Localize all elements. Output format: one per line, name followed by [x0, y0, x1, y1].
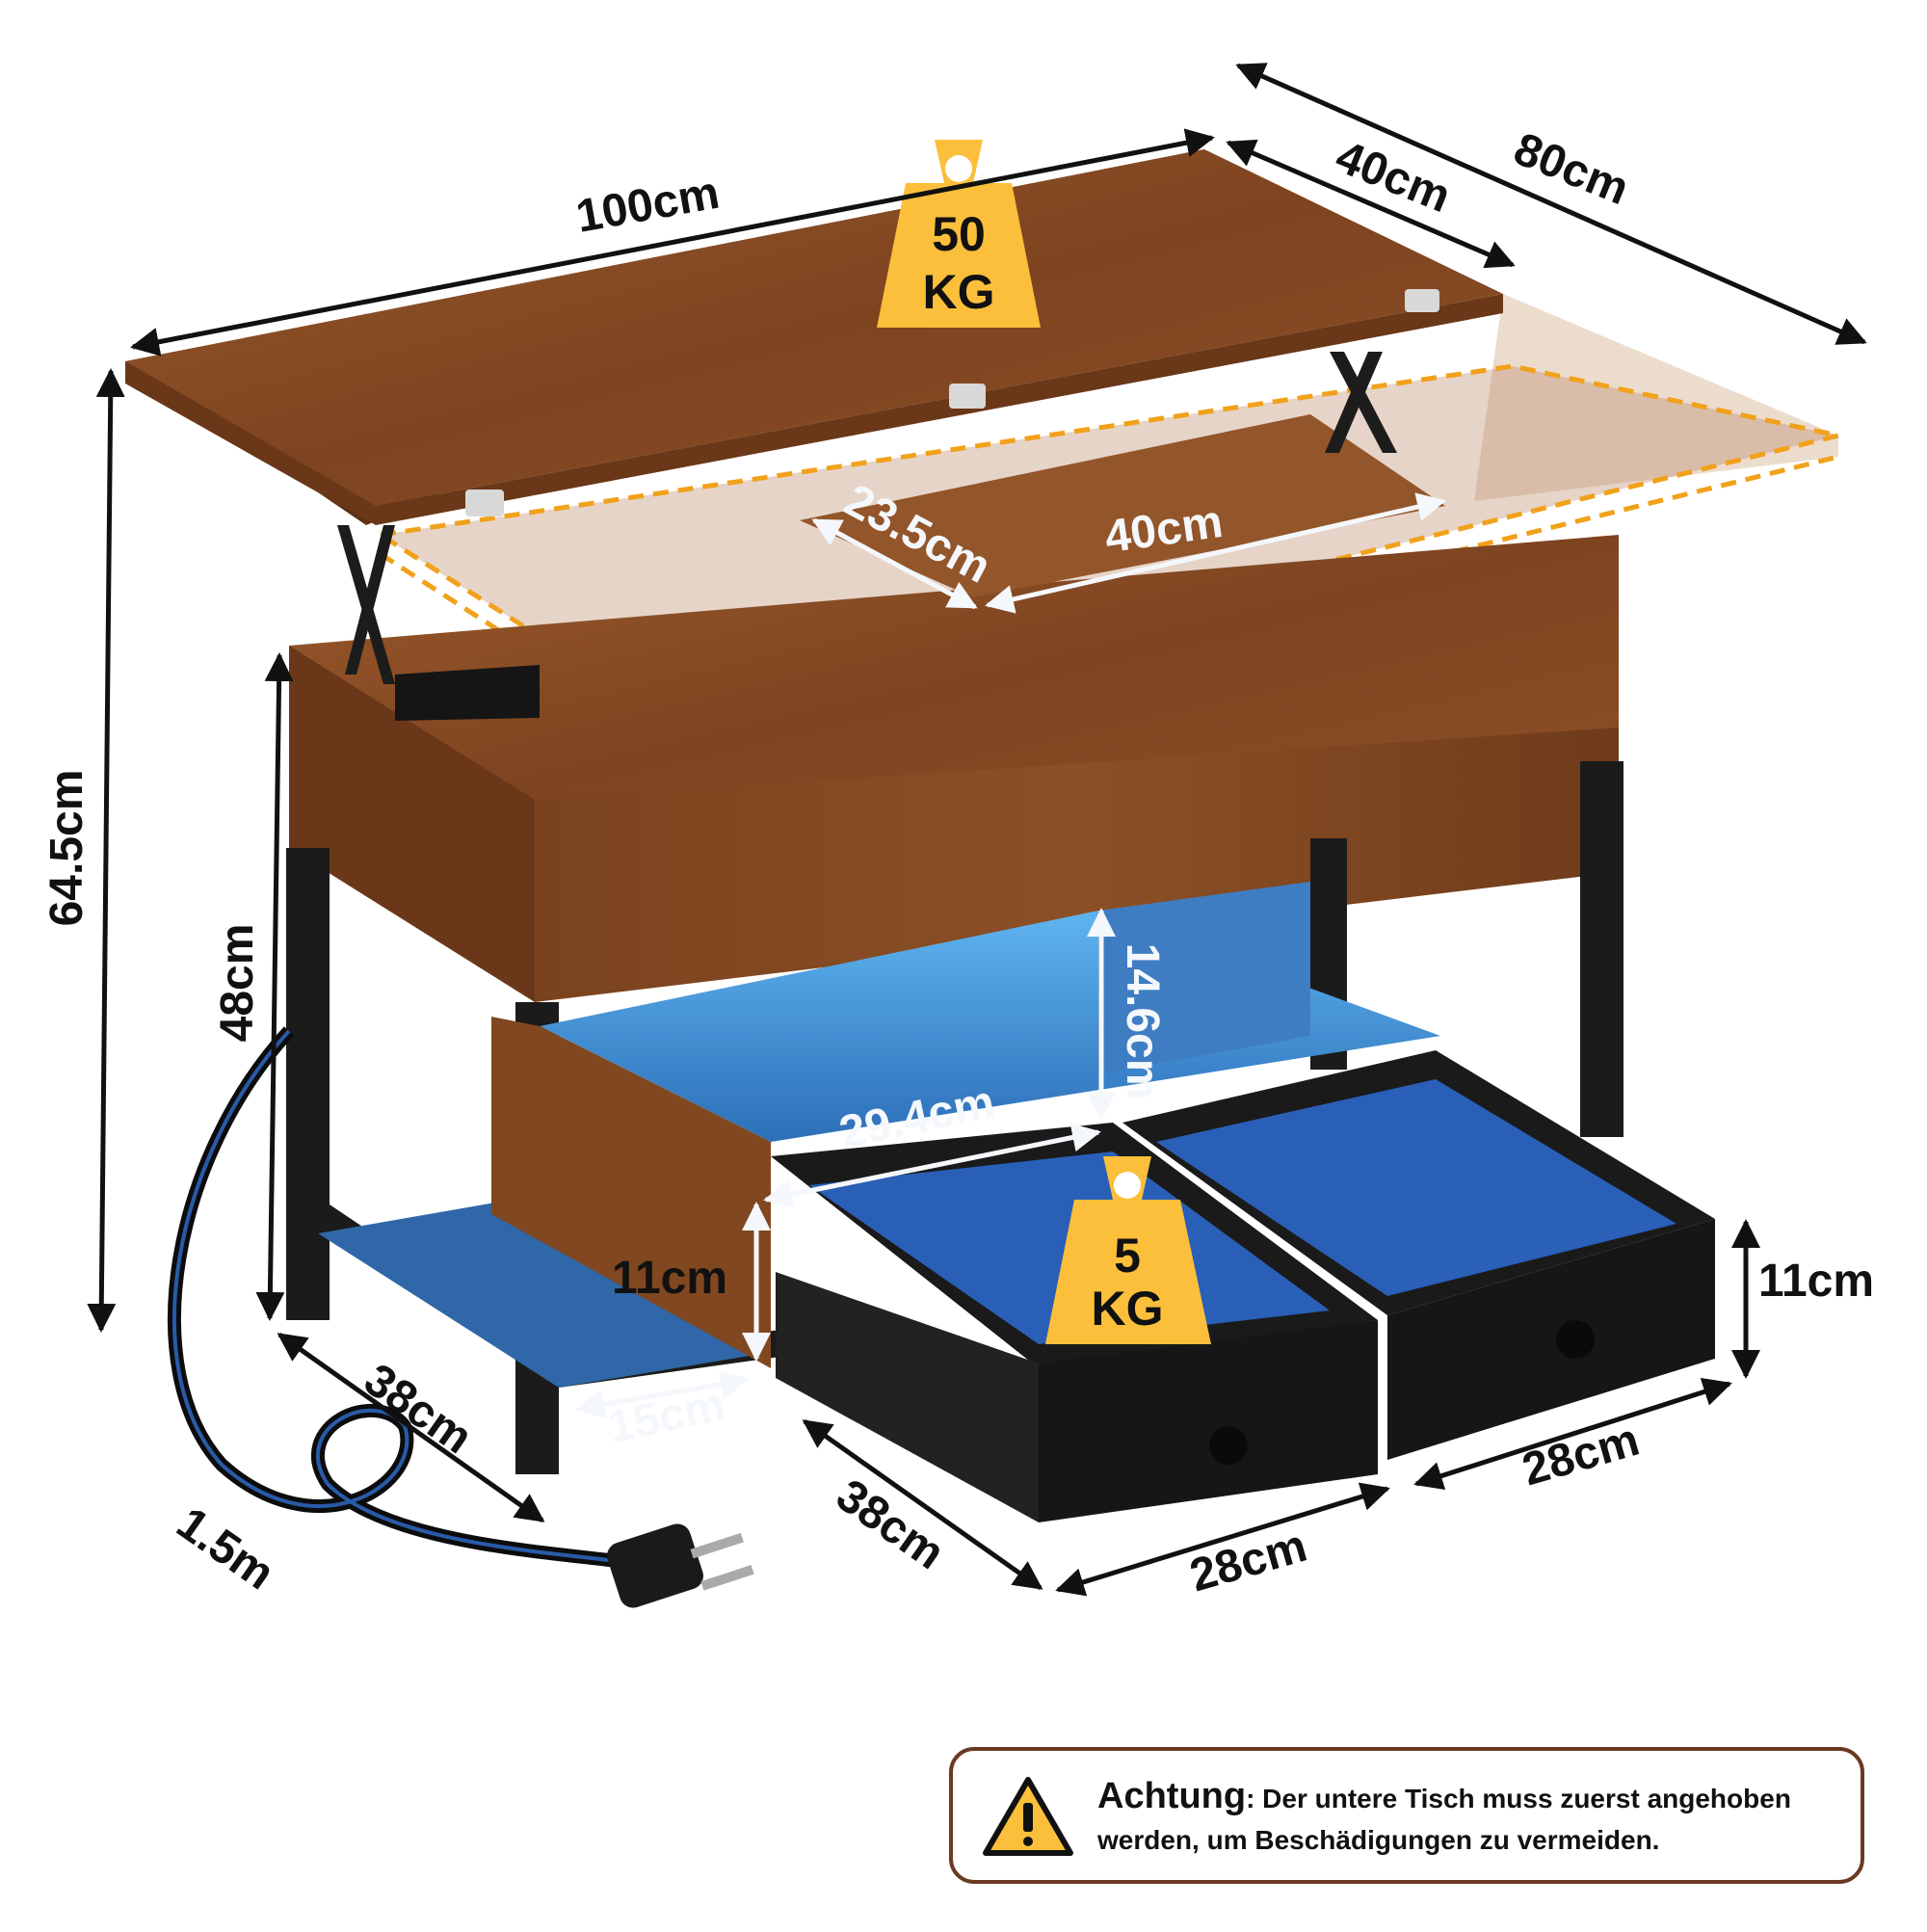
notice-body: : Der untere Tisch muss zuerst angehoben…: [1097, 1784, 1791, 1855]
dimension-lines-light: [575, 492, 1446, 1419]
dim-cable-length: 1.5m: [168, 1497, 283, 1600]
weight-top-value: 50: [932, 207, 986, 261]
notice-text: Achtung: Der untere Tisch muss zuerst an…: [1097, 1778, 1839, 1864]
notice-title: Achtung: [1097, 1776, 1247, 1816]
table-body: [289, 535, 1619, 1002]
warning-triangle-icon: [983, 1777, 1073, 1856]
weight-drawer-unit: KG: [1092, 1282, 1164, 1336]
weight-drawer-value: 5: [1114, 1229, 1141, 1283]
dimension-lines: [87, 63, 1867, 1597]
dim-shelf-height: 14.6cm: [1117, 943, 1168, 1100]
dim-drawer-height-right: 11cm: [1758, 1256, 1874, 1307]
weight-top-unit: KG: [923, 265, 995, 319]
warning-notice: Achtung: Der untere Tisch muss zuerst an…: [949, 1747, 1864, 1884]
dim-depth-closed: 40cm: [1329, 131, 1458, 223]
dim-left-drawer-height: 11cm: [612, 1253, 727, 1304]
dim-width: 100cm: [572, 168, 723, 243]
led-shelf: [318, 882, 1440, 1388]
dim-drawer-depth: 38cm: [827, 1469, 953, 1579]
plug-icon: [607, 1523, 754, 1608]
weight-badge-top: 50 KG: [877, 140, 1041, 328]
dim-base-depth: 38cm: [355, 1354, 481, 1464]
dim-shelf-depth: 15cm: [603, 1379, 729, 1453]
dim-drawer-width-right: 28cm: [1517, 1415, 1645, 1496]
dim-total-height: 64.5cm: [41, 770, 92, 927]
dim-depth-extended: 80cm: [1507, 123, 1636, 215]
dim-body-height: 48cm: [212, 924, 263, 1043]
